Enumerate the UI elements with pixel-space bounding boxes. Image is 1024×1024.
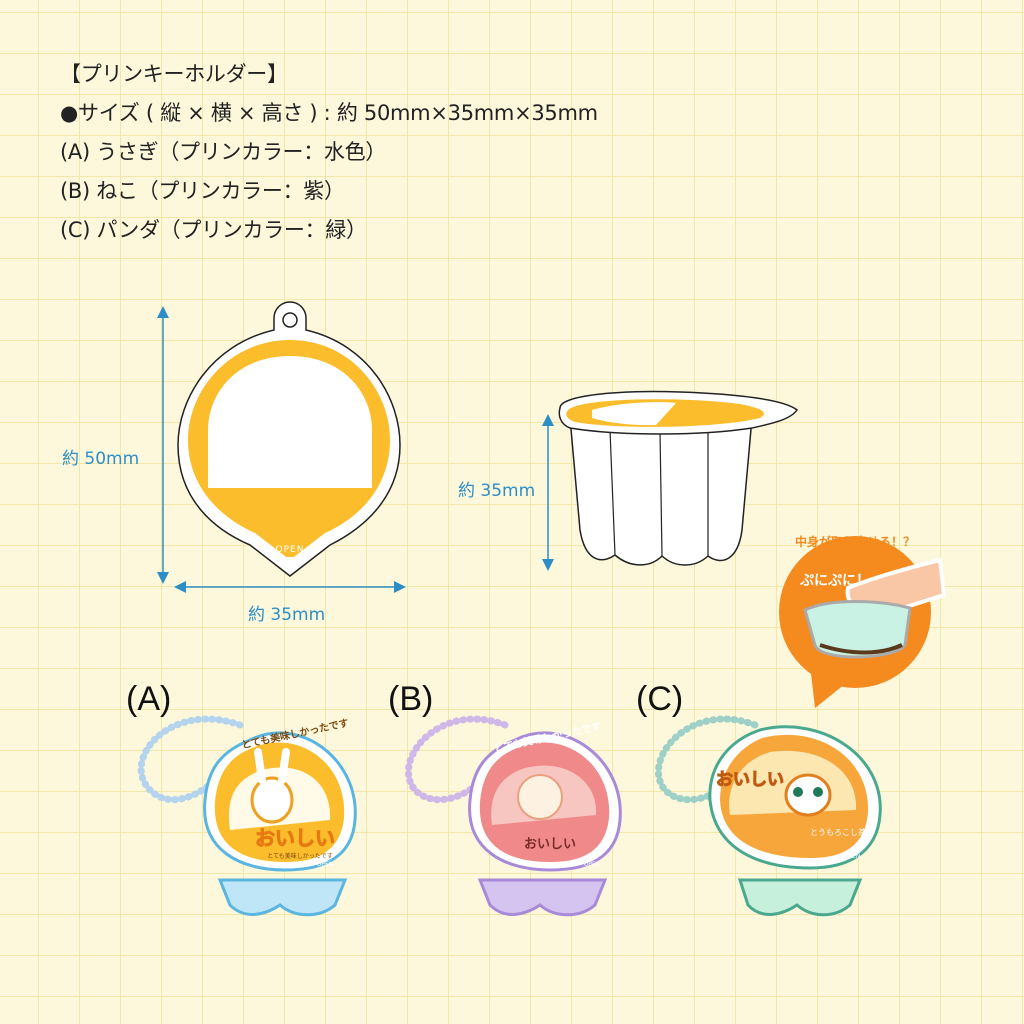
- svg-text:OPEN: OPEN: [844, 853, 861, 860]
- svg-text:おいしい: おいしい: [716, 770, 784, 790]
- variant-a-label: (A): [126, 680, 172, 718]
- ball-chain: [137, 715, 244, 803]
- front-view-diagram: OPEN: [177, 301, 401, 577]
- cat-icon: [517, 774, 563, 820]
- size-spec: ●サイズ ( 縦 × 横 × 高さ ) : 約 50mm×35mm×35mm: [60, 101, 598, 125]
- pudding-icon: [803, 600, 912, 659]
- keychain-b: とても美味しかったです おいしい OPEN: [405, 715, 622, 917]
- bubble-sound: ぷにぷに！: [799, 573, 870, 589]
- depth-label: 約 35mm: [458, 481, 536, 501]
- svg-text:おいしい: おいしい: [255, 826, 335, 850]
- variant-c-spec: (C) パンダ（プリンカラー：緑）: [60, 218, 367, 242]
- variant-b-spec: (B) ねこ（プリンカラー：紫）: [60, 179, 345, 203]
- keychain-a: とても美味しかったです おいしい とても美味しかったです OPEN: [137, 715, 357, 917]
- rabbit-icon: [250, 776, 294, 824]
- svg-text:とても美味しかったです: とても美味しかったです: [267, 852, 333, 860]
- width-label: 約 35mm: [248, 605, 326, 625]
- ball-chain: [405, 715, 509, 803]
- variant-b-label: (B): [388, 680, 434, 718]
- open-label: OPEN: [276, 545, 305, 555]
- variant-a-spec: (A) うさぎ（プリンカラー：水色）: [60, 140, 387, 164]
- bubble-headline: 中身が取り出せる！？: [795, 534, 915, 549]
- svg-text:とうもろこし茶: とうもろこし茶: [810, 827, 866, 837]
- squishy-callout-bubble: 中身が取り出せる！？ ぷにぷに！: [779, 534, 947, 708]
- product-title: 【プリンキーホルダー】: [60, 62, 288, 86]
- side-view-diagram: [558, 390, 799, 566]
- svg-text:OPEN: OPEN: [317, 861, 334, 868]
- svg-text:おいしい: おいしい: [524, 837, 576, 852]
- keychain-c: おいしい とうもろこし茶 OPEN: [655, 715, 882, 917]
- variant-c-label: (C): [636, 680, 684, 718]
- height-label: 約 50mm: [62, 449, 140, 469]
- panda-icon: [784, 773, 832, 817]
- svg-text:OPEN: OPEN: [584, 861, 601, 868]
